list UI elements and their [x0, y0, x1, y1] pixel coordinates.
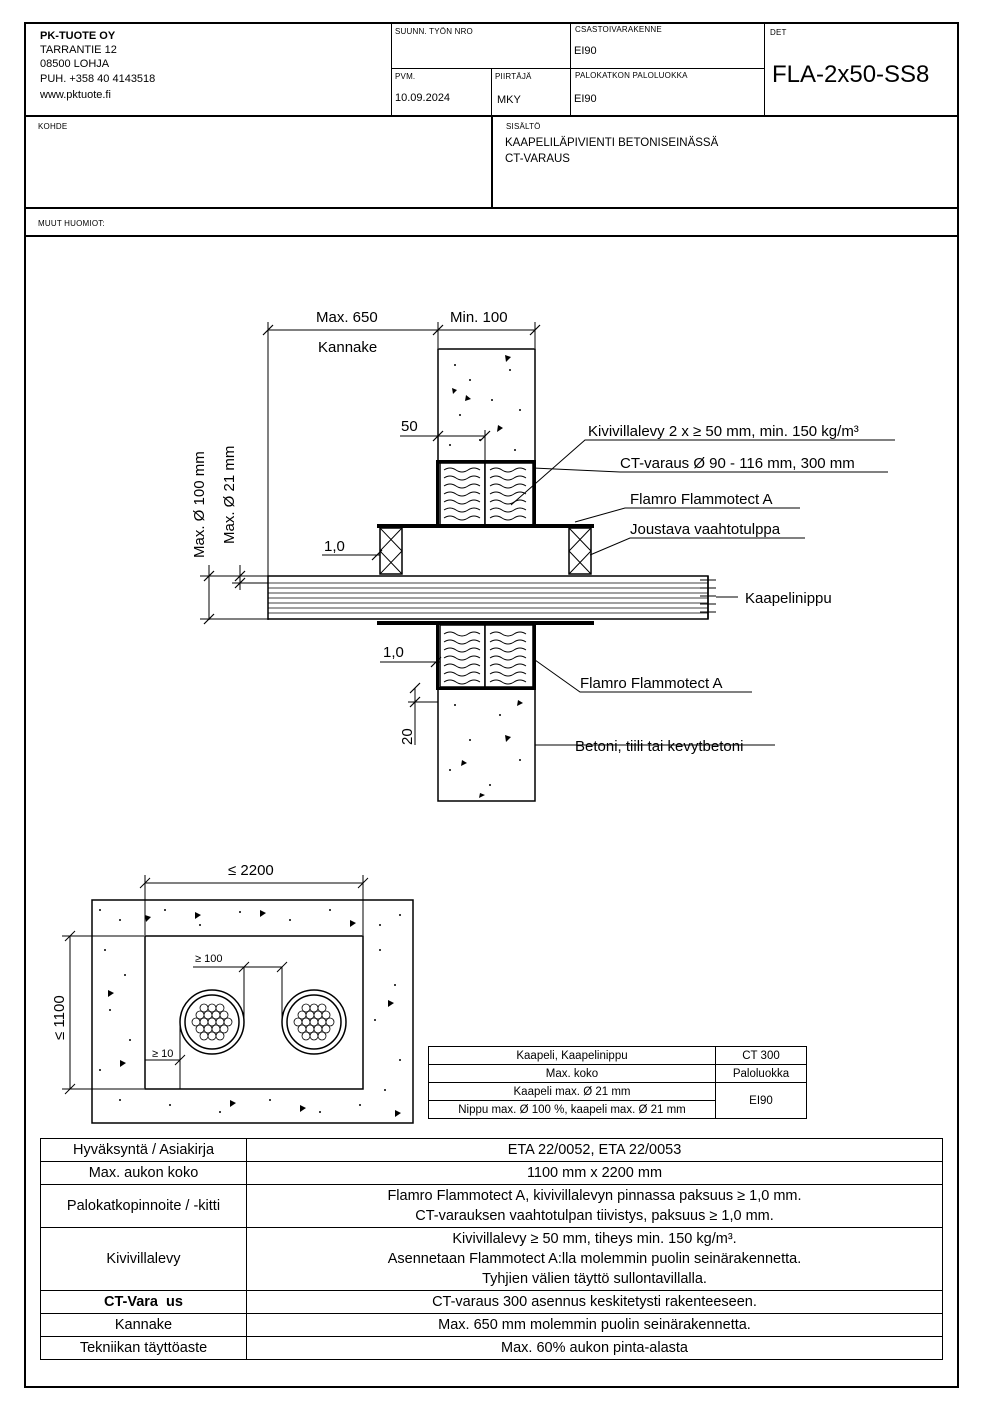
piirtaja-value: MKY: [497, 94, 521, 106]
dim-height-1100: ≤ 1100: [51, 995, 68, 1040]
titleblock-divider: [24, 207, 959, 209]
titleblock-divider: [391, 22, 392, 116]
spec-value: 1100 mm x 2200 mm: [246, 1161, 943, 1185]
spec-value-line: 1100 mm x 2200 mm: [526, 1165, 663, 1181]
elevation-view: [62, 875, 414, 1124]
spec-value-line: CT-varauksen vaahtotulpan tiivistys, pak…: [415, 1208, 774, 1224]
company-web: www.pktuote.fi: [40, 89, 111, 101]
spec-key: Hyväksyntä / Asiakirja: [40, 1138, 247, 1162]
spec-value: CT-varaus 300 asennus keskitetysti raken…: [246, 1290, 943, 1314]
suunn-label: SUUNN. TYÖN NRO: [395, 27, 473, 36]
spec-key: Kannake: [40, 1313, 247, 1337]
dim-50: 50: [401, 418, 418, 435]
spec-value-line: Max. 650 mm molemmin puolin seinärakenne…: [438, 1317, 751, 1333]
table-row: Max. aukon koko 1100 mm x 2200 mm: [40, 1161, 943, 1185]
muut-label: MUUT HUOMIOT:: [38, 219, 105, 228]
dim-width-2200: ≤ 2200: [228, 862, 274, 879]
dim-20: 20: [399, 728, 416, 745]
spec-value-line: Tyhjien välien täyttö sullontavillalla.: [482, 1271, 707, 1287]
dim-1-0-bottom: 1,0: [383, 644, 404, 661]
palo-value: EI90: [574, 93, 597, 105]
det-value: FLA-2x50-SS8: [772, 61, 930, 88]
dim-1-0-top: 1,0: [324, 538, 345, 555]
sisalto-line2: CT-VARAUS: [505, 153, 570, 165]
mini-cell: Kaapeli max. Ø 21 mm: [428, 1082, 716, 1101]
titleblock-divider: [764, 22, 765, 116]
piirtaja-label: PIIRTÄJÄ: [495, 72, 532, 81]
spec-value-line: CT-varaus 300 asennus keskitetysti raken…: [432, 1294, 757, 1310]
pvm-value: 10.09.2024: [395, 92, 451, 104]
spec-value-line: ETA 22/0052, ETA 22/0053: [507, 1142, 682, 1158]
label-ct-varaus: CT-varaus Ø 90 - 116 mm, 300 mm: [620, 455, 855, 472]
dim-min-100: Min. 100: [450, 309, 508, 326]
concrete-texture: [99, 909, 401, 1117]
spec-value-line: Max. 60% aukon pinta-alasta: [501, 1340, 688, 1356]
label-joustava: Joustava vaahtotulppa: [630, 521, 781, 538]
dim-max-100mm: Max. Ø 100 mm: [191, 451, 208, 558]
spec-key: CT-Vara us: [40, 1290, 247, 1314]
dim-max-21mm: Max. Ø 21 mm: [221, 446, 238, 544]
titleblock-divider: [391, 68, 765, 69]
drawing-frame: [24, 22, 959, 1388]
dim-gap-100: ≥ 100: [195, 953, 222, 965]
spec-value: Kivivillalevy ≥ 50 mm, tiheys min. 150 k…: [246, 1227, 943, 1291]
company-street: TARRANTIE 12: [40, 44, 117, 56]
label-flamro-2: Flamro Flammotect A: [580, 675, 723, 692]
spec-value-line: Kivivillalevy ≥ 50 mm, tiheys min. 150 k…: [452, 1231, 737, 1247]
kohde-label: KOHDE: [38, 122, 68, 131]
table-row: Kannake Max. 650 mm molemmin puolin sein…: [40, 1313, 943, 1337]
spec-table: Hyväksyntä / Asiakirja ETA 22/0052, ETA …: [40, 1138, 943, 1360]
spec-value: Max. 650 mm molemmin puolin seinärakenne…: [246, 1313, 943, 1337]
table-row: Hyväksyntä / Asiakirja ETA 22/0052, ETA …: [40, 1138, 943, 1162]
spec-key: Kivivillalevy: [40, 1227, 247, 1291]
sisalto-label: SISÄLTÖ: [506, 122, 541, 131]
company-phone: PUH. +358 40 4143518: [40, 73, 156, 85]
spec-value: Flamro Flammotect A, kivivillalevyn pinn…: [246, 1184, 943, 1228]
mini-cell: EI90: [715, 1082, 807, 1119]
table-row: Tekniikan täyttöaste Max. 60% aukon pint…: [40, 1336, 943, 1360]
concrete-texture: [449, 355, 523, 798]
spec-key: Max. aukon koko: [40, 1161, 247, 1185]
company-name: PK-TUOTE OY: [40, 30, 116, 42]
company-city: 08500 LOHJA: [40, 58, 110, 70]
cable-class-table: Kaapeli, Kaapelinippu CT 300 Max. koko P…: [428, 1046, 807, 1119]
mini-cell: Kaapeli, Kaapelinippu: [428, 1046, 716, 1065]
titleblock-divider: [491, 116, 493, 208]
mini-cell: Nippu max. Ø 100 %, kaapeli max. Ø 21 mm: [428, 1100, 716, 1119]
mini-cell: Paloluokka: [715, 1064, 807, 1083]
label-flamro-1: Flamro Flammotect A: [630, 491, 773, 508]
dim-edge-10: ≥ 10: [152, 1048, 173, 1060]
spec-value: Max. 60% aukon pinta-alasta: [246, 1336, 943, 1360]
spec-key: Tekniikan täyttöaste: [40, 1336, 247, 1360]
spec-value-line: Flamro Flammotect A, kivivillalevyn pinn…: [387, 1188, 802, 1204]
csasto-value: EI90: [574, 45, 597, 57]
dim-max-650: Max. 650: [316, 309, 378, 326]
titleblock-divider: [570, 22, 571, 116]
table-row: CT-Vara us CT-varaus 300 asennus keskite…: [40, 1290, 943, 1314]
label-betoni: Betoni, tiili tai kevytbetoni: [575, 738, 743, 755]
kannake-label: Kannake: [318, 339, 377, 356]
sisalto-line1: KAAPELILÄPIVIENTI BETONISEINÄSSÄ: [505, 137, 719, 149]
spec-value-line: Asennetaan Flammotect A:lla molemmin puo…: [387, 1251, 802, 1267]
section-view: [200, 322, 895, 802]
mini-cell: CT 300: [715, 1046, 807, 1065]
csasto-label: CSASTOIVARAKENNE: [575, 25, 662, 34]
palo-label: PALOKATKON PALOLUOKKA: [575, 71, 688, 80]
pvm-label: PVM.: [395, 72, 416, 81]
label-kaapelinippu: Kaapelinippu: [745, 590, 832, 607]
det-label: DET: [770, 28, 787, 37]
label-kivivillalevy: Kivivillalevy 2 x ≥ 50 mm, min. 150 kg/m…: [588, 423, 859, 440]
spec-value: ETA 22/0052, ETA 22/0053: [246, 1138, 943, 1162]
titleblock-divider: [24, 235, 959, 237]
spec-key: Palokatkopinnoite / -kitti: [40, 1184, 247, 1228]
table-row: Kivivillalevy Kivivillalevy ≥ 50 mm, tih…: [40, 1227, 943, 1291]
titleblock-divider: [491, 68, 492, 116]
mini-cell: Max. koko: [428, 1064, 716, 1083]
table-row: Palokatkopinnoite / -kitti Flamro Flammo…: [40, 1184, 943, 1228]
